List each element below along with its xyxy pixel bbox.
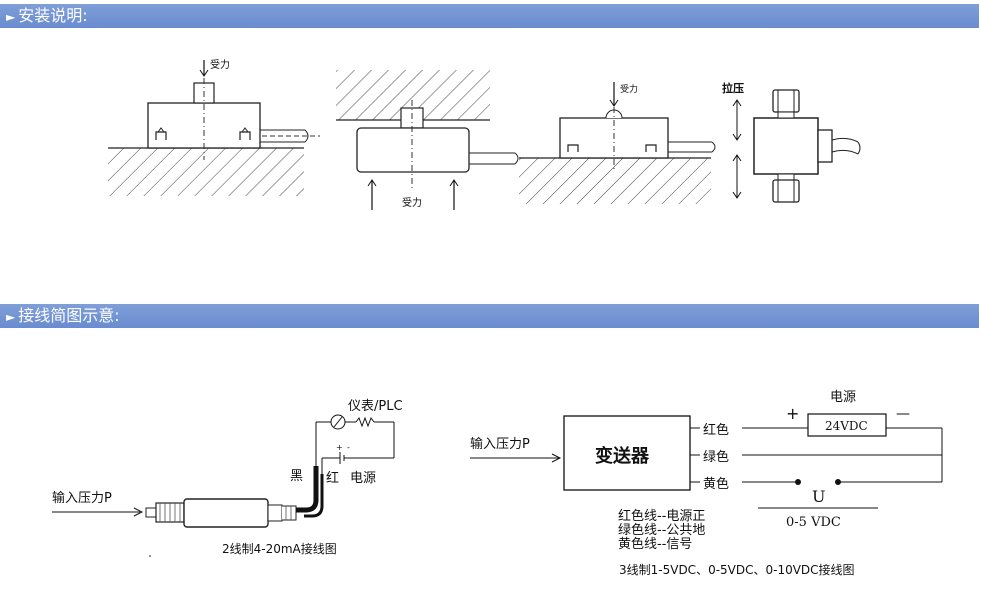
- black-wire-label: 黑: [290, 469, 303, 484]
- fig4-tension-label: 拉压: [722, 81, 744, 95]
- legend-yellow: 黄色线--信号: [618, 536, 692, 552]
- ground-hatch: [519, 158, 711, 204]
- power-title: 电源: [830, 390, 856, 405]
- power-value: 24VDC: [825, 419, 868, 433]
- three-wire-diagram: 输入压力P 变送器 红色 绿色 黄色 24VDC 电源 + — U 0-5 VD…: [470, 390, 943, 577]
- power-plus: +: [786, 404, 799, 423]
- legend-green: 绿色线--公共地: [618, 522, 705, 538]
- fig2-force-label: 受力: [402, 196, 422, 209]
- red-wire-label: 红: [326, 470, 339, 486]
- installation-title: 安装说明:: [18, 6, 88, 25]
- input-pressure-label: 输入压力P: [52, 490, 112, 506]
- s-type-sensor-body: [753, 117, 819, 175]
- power-supply-box: [807, 413, 887, 437]
- svg-text:+: +: [336, 443, 343, 452]
- input-pressure-label: 输入压力P: [470, 436, 530, 452]
- install-figure-1: 受力: [108, 58, 320, 196]
- svg-text:-: -: [347, 443, 350, 452]
- green-wire-label: 绿色: [703, 449, 729, 465]
- two-wire-diagram: 输入压力P 黑 红 仪表/PLC + - 电源 2线制4-20mA接线图: [52, 399, 403, 557]
- pressure-transmitter-body: [183, 498, 269, 528]
- power-minus: —: [896, 406, 910, 422]
- install-figure-4: 拉压: [722, 81, 861, 203]
- power-label: 电源: [350, 471, 376, 486]
- triangle-bullet-icon: ►: [6, 310, 16, 324]
- red-wire-label: 红色: [703, 422, 729, 438]
- wiring-title: 接线简图示意:: [18, 306, 120, 325]
- resistor-icon: [355, 416, 375, 428]
- installation-section-header: ►安装说明:: [0, 4, 979, 28]
- output-symbol: U: [812, 487, 825, 506]
- transmitter-label: 变送器: [595, 445, 650, 467]
- fig3-force-label: 受力: [620, 83, 638, 95]
- wiring-section-header: ►接线简图示意:: [0, 304, 979, 328]
- ground-hatch: [108, 148, 304, 196]
- meter-plc-label: 仪表/PLC: [348, 399, 403, 414]
- fig1-force-label: 受力: [210, 58, 230, 71]
- sensor-body: [356, 127, 470, 173]
- transmitter-box: [563, 415, 691, 491]
- two-wire-caption: 2线制4-20mA接线图: [222, 541, 337, 556]
- legend-red: 红色线--电源正: [618, 508, 705, 524]
- triangle-bullet-icon: ►: [6, 10, 16, 24]
- yellow-wire-label: 黄色: [703, 476, 729, 492]
- output-range: 0-5 VDC: [786, 515, 841, 530]
- install-figure-3: 受力: [519, 82, 716, 204]
- install-figure-2: 受力: [336, 70, 519, 210]
- sensor-body: [147, 102, 261, 149]
- three-wire-caption: 3线制1-5VDC、0-5VDC、0-10VDC接线图: [619, 562, 855, 577]
